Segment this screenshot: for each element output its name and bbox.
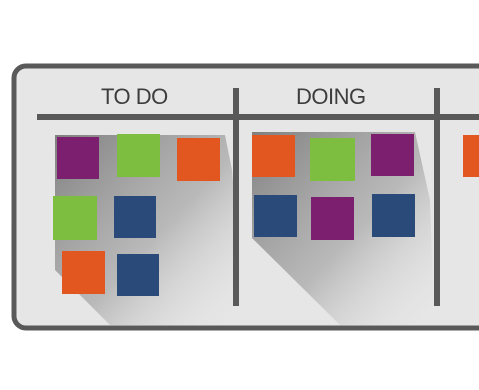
column-divider-1: [233, 88, 239, 306]
doing-card: [372, 194, 415, 237]
doing-card: [311, 197, 354, 240]
doing-card: [371, 134, 414, 176]
doing-card: [254, 195, 297, 237]
done-card: [463, 135, 479, 177]
todo-card: [57, 137, 99, 179]
todo-card: [53, 196, 97, 240]
column-divider-2: [434, 88, 440, 306]
todo-card: [62, 251, 105, 294]
todo-card: [117, 134, 160, 177]
doing-card: [252, 135, 295, 177]
todo-card: [114, 196, 156, 238]
doing-card: [310, 138, 355, 181]
todo-card: [177, 138, 220, 181]
todo-card: [117, 254, 159, 296]
column-title-doing: DOING: [296, 84, 366, 109]
column-title-todo: TO DO: [101, 84, 168, 109]
header-divider: [37, 114, 479, 120]
